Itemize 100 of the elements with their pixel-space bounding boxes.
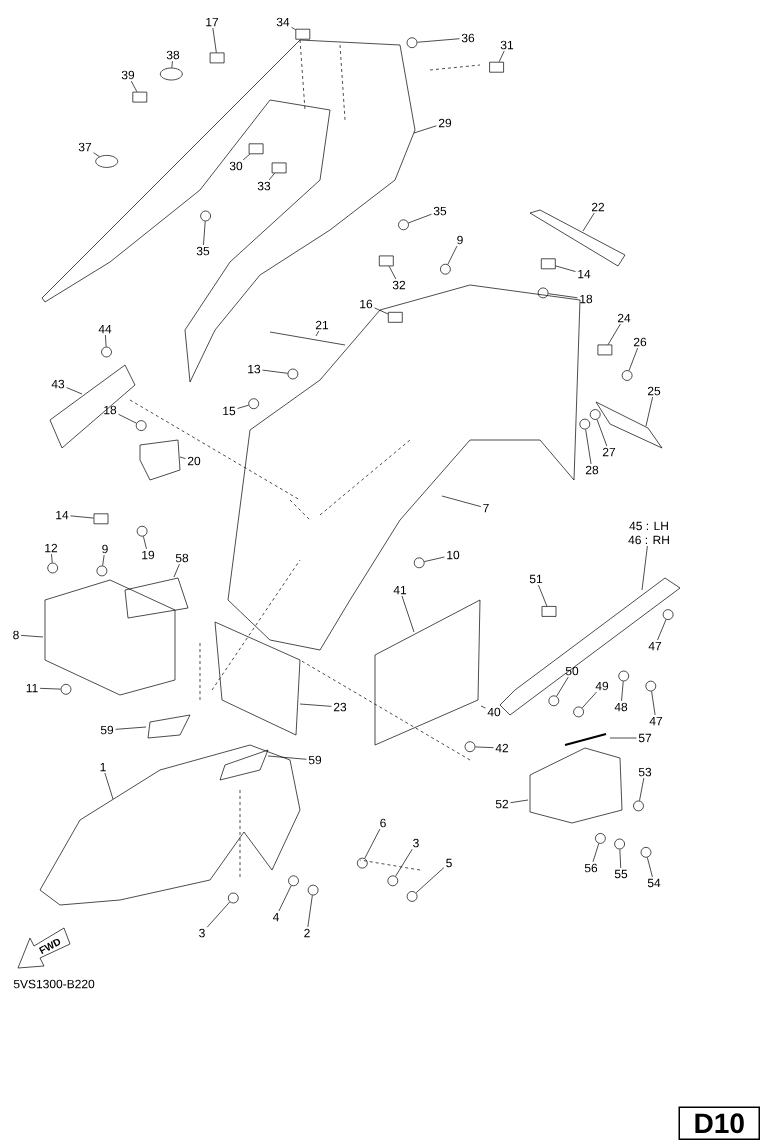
fastener-symbol	[47, 562, 59, 574]
callout-number: 55	[614, 869, 628, 879]
callout-number: 36	[461, 33, 475, 43]
leader-line	[395, 848, 413, 877]
fastener-symbol	[398, 219, 409, 231]
fastener-symbol	[579, 418, 591, 430]
callout-number: 41	[393, 585, 407, 595]
callout-number: 3	[199, 928, 205, 938]
callout-number: 5	[446, 858, 452, 868]
callout-number: 30	[229, 161, 243, 171]
callout-number: 27	[602, 447, 616, 457]
callout-number: 59	[308, 755, 322, 765]
leader-line	[268, 172, 275, 181]
callout-number: 12	[45, 543, 58, 553]
leader-line	[105, 334, 107, 348]
fastener-symbol	[307, 884, 319, 896]
callout-number: 22	[591, 202, 605, 212]
small-part	[378, 255, 394, 267]
callout-number: 7	[483, 503, 489, 513]
leader-line	[206, 901, 231, 928]
leader-line	[118, 413, 137, 424]
small-part	[209, 52, 225, 64]
drawing-code: 5VS1300-B220	[13, 979, 95, 989]
fastener-symbol	[288, 875, 299, 887]
callout-number: 56	[584, 863, 598, 873]
callout-number: 14	[56, 510, 69, 520]
fastener-symbol	[645, 680, 657, 692]
fastener-symbol	[595, 833, 606, 844]
leader-line	[639, 777, 645, 801]
leader-line	[401, 595, 415, 633]
fastener-symbol	[633, 800, 644, 812]
leader-line	[39, 687, 61, 690]
callout-number: 59	[100, 725, 114, 735]
leader-line	[267, 755, 307, 760]
callout-number: 20	[187, 456, 201, 466]
fastener-symbol	[614, 838, 625, 850]
leader-line	[364, 828, 381, 859]
callout-number: 37	[78, 142, 92, 152]
callout-number: 23	[333, 702, 347, 712]
leader-line	[538, 584, 548, 607]
callout-number: 52	[495, 799, 509, 809]
callout-number: 48	[614, 702, 628, 712]
leader-line	[278, 885, 292, 912]
leader-line	[104, 772, 114, 800]
callout-number: 16	[360, 299, 373, 309]
callout-number: 8	[13, 630, 19, 640]
leader-line	[130, 80, 138, 93]
callout-number: 57	[638, 733, 652, 743]
fastener-symbol	[248, 398, 260, 410]
leader-line	[556, 676, 569, 697]
callout-number: 51	[529, 574, 543, 584]
leader-line	[70, 515, 94, 519]
leader-line	[647, 857, 653, 878]
leader-line	[585, 429, 592, 465]
callout-number: 32	[392, 280, 406, 290]
leader-line	[651, 691, 656, 716]
callout-number: 47	[649, 716, 663, 726]
small-part	[489, 61, 504, 73]
leader-line	[242, 153, 251, 161]
fastener-symbol	[589, 409, 601, 420]
fastener-symbol	[440, 263, 451, 275]
leader-line	[212, 27, 217, 53]
fastener-symbol	[200, 210, 211, 222]
callout-number: 47	[648, 641, 662, 651]
callout-number: 34	[276, 17, 290, 27]
leader-line	[51, 553, 53, 564]
leader-line	[179, 456, 186, 459]
leader-line	[291, 26, 296, 31]
callout-number: 17	[206, 17, 219, 27]
fastener-symbol	[135, 420, 147, 431]
callout-number: 1	[100, 762, 106, 772]
leader-line	[607, 323, 621, 345]
callout-number: 40	[487, 707, 501, 717]
leader-line	[143, 536, 147, 550]
small-part	[132, 91, 148, 103]
callout-number: 21	[315, 320, 329, 330]
leader-line	[641, 545, 648, 591]
leader-line	[628, 347, 638, 371]
leader-line	[66, 387, 83, 395]
small-part	[271, 162, 287, 174]
leader-line	[307, 895, 313, 928]
leader-line	[173, 563, 180, 578]
leader-line	[115, 726, 147, 730]
leader-line	[441, 495, 482, 507]
leader-line	[415, 867, 445, 894]
fastener-symbol	[136, 525, 148, 537]
fastener-symbol	[227, 892, 239, 904]
leader-line	[592, 843, 600, 863]
callout-number: 14	[578, 269, 591, 279]
leader-line	[621, 681, 624, 702]
callout-number: 24	[617, 313, 631, 323]
callout-number: 26	[633, 337, 647, 347]
small-part	[387, 311, 403, 323]
small-part	[597, 344, 613, 356]
callout-number: 2	[304, 928, 310, 938]
callout-number: 39	[121, 70, 135, 80]
leader-line	[581, 691, 597, 709]
fastener-symbol	[621, 370, 633, 381]
leader-line	[315, 330, 320, 337]
fastener-symbol	[101, 346, 112, 358]
